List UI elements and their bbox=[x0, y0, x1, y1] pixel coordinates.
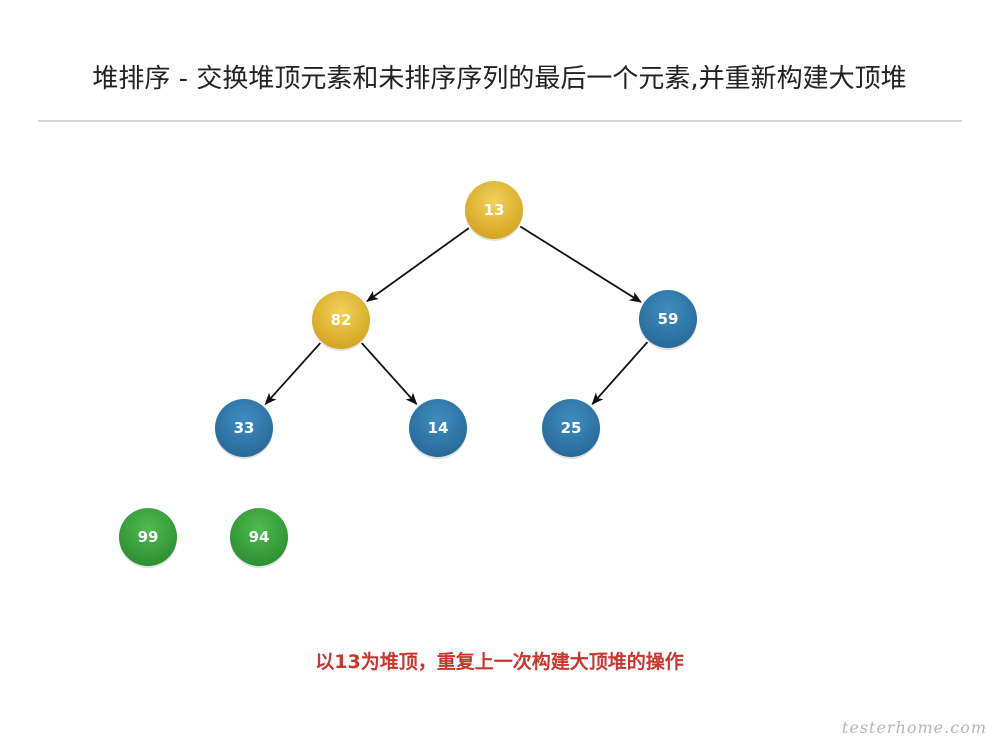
edge-n13-n59 bbox=[519, 225, 642, 303]
node-circle bbox=[312, 291, 370, 349]
node-94: 94 bbox=[230, 508, 288, 568]
node-circle bbox=[215, 399, 273, 457]
title-divider bbox=[38, 120, 962, 122]
page-title: 堆排序 - 交换堆顶元素和未排序序列的最后一个元素,并重新构建大顶堆 bbox=[92, 64, 907, 94]
node-circle bbox=[119, 508, 177, 566]
node-label: 14 bbox=[428, 419, 449, 437]
node-14: 14 bbox=[409, 399, 467, 459]
node-circle bbox=[409, 399, 467, 457]
node-25: 25 bbox=[542, 399, 600, 459]
edges-layer bbox=[264, 225, 649, 405]
node-label: 82 bbox=[331, 311, 352, 329]
node-82: 82 bbox=[312, 291, 370, 351]
node-label: 59 bbox=[658, 310, 679, 328]
nodes-layer: 13 82 59 33 14 25 99 94 bbox=[119, 181, 697, 568]
node-label: 33 bbox=[234, 419, 255, 437]
node-circle bbox=[465, 181, 523, 239]
node-label: 25 bbox=[561, 419, 582, 437]
edge-n13-n82 bbox=[366, 227, 470, 303]
edge-n59-n25 bbox=[591, 341, 649, 405]
node-label: 94 bbox=[249, 528, 270, 546]
edge-n82-n33 bbox=[264, 342, 321, 405]
node-33: 33 bbox=[215, 399, 273, 459]
node-label: 99 bbox=[138, 528, 159, 546]
node-circle bbox=[542, 399, 600, 457]
node-99: 99 bbox=[119, 508, 177, 568]
node-circle bbox=[639, 290, 697, 348]
node-59: 59 bbox=[639, 290, 697, 350]
node-label: 13 bbox=[484, 201, 505, 219]
edge-n82-n14 bbox=[361, 342, 418, 405]
node-circle bbox=[230, 508, 288, 566]
node-13: 13 bbox=[465, 181, 523, 241]
caption-text: 以13为堆顶，重复上一次构建大顶堆的操作 bbox=[315, 651, 684, 673]
watermark-text: testerhome.com bbox=[841, 718, 987, 737]
